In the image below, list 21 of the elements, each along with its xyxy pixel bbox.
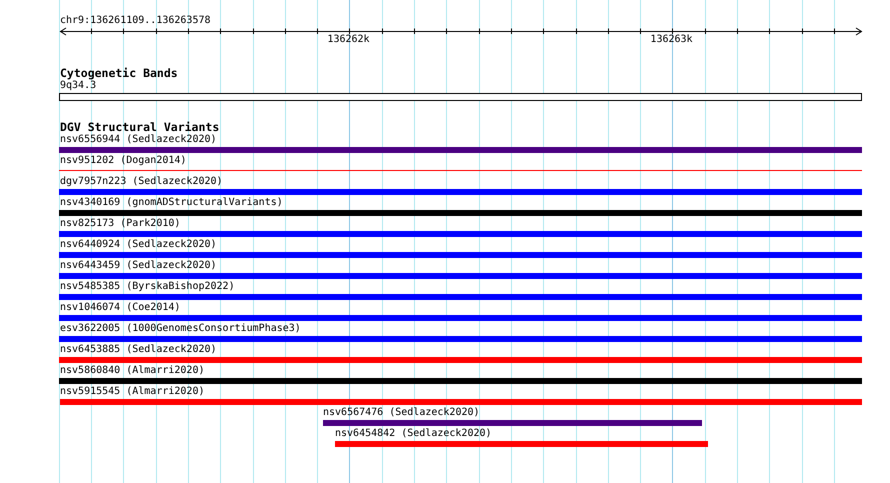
variant-label: dgv7957n223 (Sedlazeck2020)	[60, 176, 223, 188]
variant-label: nsv5915545 (Almarri2020)	[60, 386, 204, 398]
variant-label: esv3622005 (1000GenomesConsortiumPhase3)	[60, 323, 301, 335]
tick-label: 136263k	[650, 34, 693, 46]
variant-label: nsv4340169 (gnomADStructuralVariants)	[60, 197, 283, 209]
variant-label: nsv6440924 (Sedlazeck2020)	[60, 239, 217, 251]
variant-label: nsv5485385 (ByrskaBishop2022)	[60, 281, 235, 293]
variant-label: nsv6454842 (Sedlazeck2020)	[335, 428, 492, 440]
track-title: Cytogenetic Bands	[60, 67, 178, 80]
variant-label: nsv951202 (Dogan2014)	[60, 155, 186, 167]
variant-label: nsv1046074 (Coe2014)	[60, 302, 180, 314]
track-title: DGV Structural Variants	[60, 121, 220, 134]
tick-label: 136262k	[327, 34, 370, 46]
band-label: 9q34.3	[60, 80, 96, 92]
variant-label: nsv6567476 (Sedlazeck2020)	[323, 407, 480, 419]
variant-label: nsv6453885 (Sedlazeck2020)	[60, 344, 217, 356]
variant-label: nsv825173 (Park2010)	[60, 218, 180, 230]
location-label: chr9:136261109..136263578	[60, 15, 211, 27]
variant-label: nsv5860840 (Almarri2020)	[60, 365, 204, 377]
variant-label: nsv6556944 (Sedlazeck2020)	[60, 134, 217, 146]
variant-label: nsv6443459 (Sedlazeck2020)	[60, 260, 217, 272]
